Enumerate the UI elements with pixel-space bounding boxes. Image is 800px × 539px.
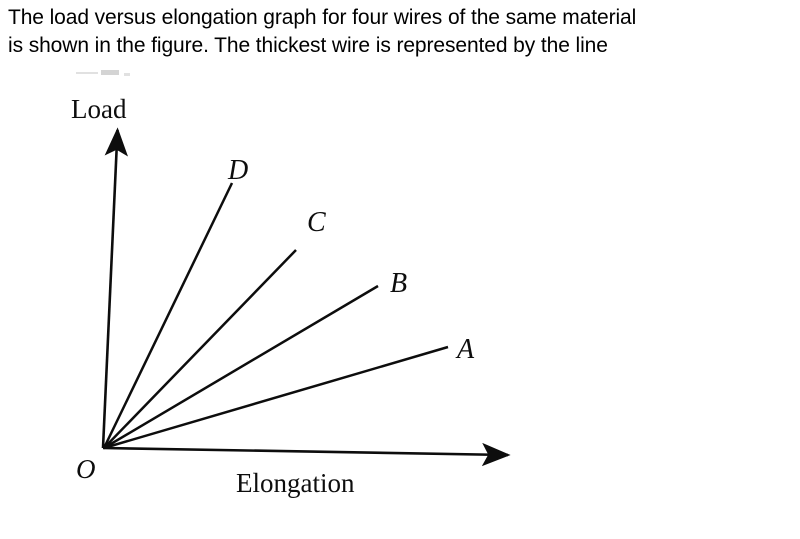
origin-label: O — [76, 454, 96, 484]
scan-artifact-smudge — [76, 72, 98, 74]
question-line-1: The load versus elongation graph for fou… — [8, 6, 637, 29]
wire-line-a — [103, 345, 449, 450]
scan-artifact-smudge — [124, 73, 130, 76]
scan-artifact-smudge — [101, 70, 119, 75]
wire-line-c — [103, 249, 297, 449]
wire-line-d — [102, 182, 234, 449]
load-elongation-figure: Load Elongation O D C B A — [0, 60, 600, 530]
y-axis — [101, 127, 129, 449]
x-axis — [102, 442, 511, 467]
wire-label-a: A — [455, 334, 475, 365]
question-line-2: is shown in the figure. The thickest wir… — [8, 34, 608, 57]
wire-label-d: D — [227, 155, 248, 186]
wire-line-b — [103, 284, 379, 450]
question-text: The load versus elongation graph for fou… — [8, 4, 796, 60]
wire-label-c: C — [307, 207, 326, 238]
wire-label-b: B — [390, 268, 407, 299]
y-axis-title: Load — [71, 94, 127, 124]
x-axis-title: Elongation — [236, 468, 355, 498]
